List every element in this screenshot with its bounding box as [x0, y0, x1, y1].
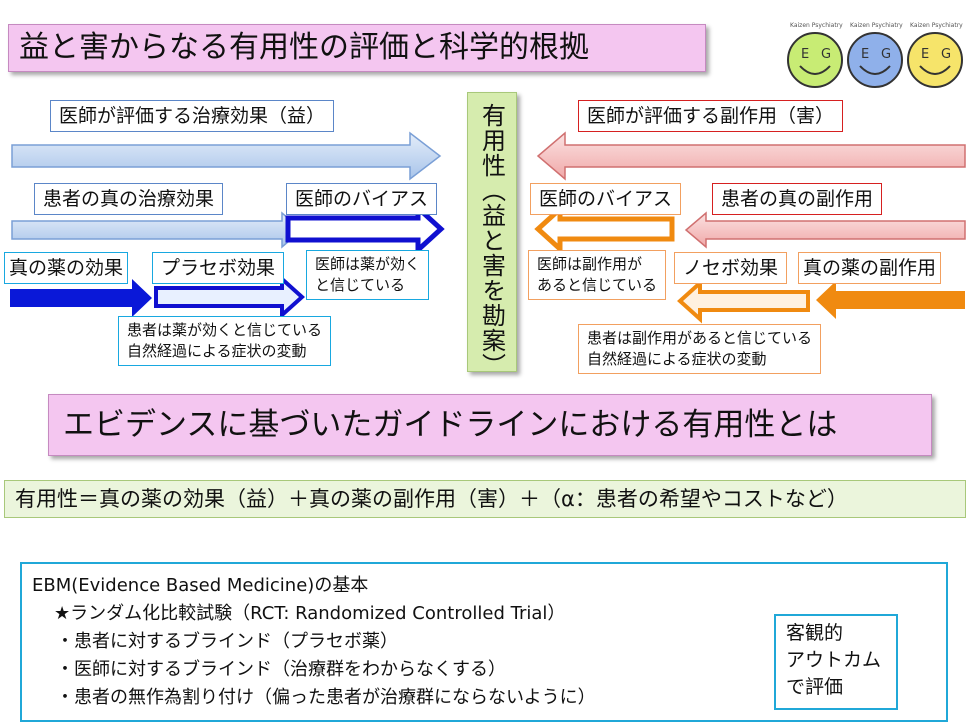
utility-formula: 有用性＝真の薬の効果（益）＋真の薬の副作用（害）＋（α：患者の希望やコストなど）	[4, 480, 966, 518]
svg-text:E: E	[861, 47, 869, 62]
arrow-patient-true-side-effect	[684, 211, 966, 249]
note-line: 患者は薬が効くと信じている	[127, 321, 323, 339]
utility-column: 有用性（益と害を勘案）	[467, 92, 517, 378]
note-line: と信じている	[315, 276, 406, 294]
utility-text: 有用性（益と害を勘案）	[477, 103, 506, 378]
objective-line: アウトカム	[786, 649, 882, 671]
page-title: 益と害からなる有用性の評価と科学的根拠	[8, 24, 706, 72]
svg-text:E: E	[921, 47, 929, 62]
objective-line: で評価	[786, 676, 844, 698]
label-doctor-eval-harm: 医師が評価する副作用（害）	[578, 100, 844, 132]
label-doctor-bias-left: 医師のバイアス	[286, 183, 438, 215]
logo-caption: Kaizen Psychiatry	[850, 22, 903, 29]
ebm-patient-blind: ・患者に対するブラインド（プラセボ薬）	[56, 631, 398, 652]
arrow-doctor-bias-left	[285, 202, 445, 256]
label-patient-true-effect: 患者の真の治療効果	[34, 183, 224, 215]
arrow-doctor-bias-right	[534, 203, 675, 255]
objective-outcome-box: 客観的 アウトカム で評価	[774, 614, 898, 710]
note-line: 自然経過による症状の変動	[127, 342, 307, 360]
label-patient-true-side-effect: 患者の真の副作用	[712, 183, 883, 215]
note-doctor-belief-right: 医師は副作用が あると信じている	[528, 250, 667, 300]
label-nocebo-effect: ノセボ効果	[674, 252, 788, 284]
svg-text:G: G	[821, 47, 831, 62]
arrow-drug-true-effect	[10, 279, 152, 317]
objective-line: 客観的	[786, 622, 844, 644]
ebm-rct: ★ランダム化比較試験（RCT: Randomized Controlled Tr…	[54, 603, 566, 624]
arrow-doctor-eval-harm	[536, 131, 966, 181]
guideline-utility-heading: エビデンスに基づいたガイドラインにおける有用性とは	[48, 394, 932, 456]
logo-caption: Kaizen Psychiatry	[790, 22, 843, 29]
svg-text:G: G	[881, 47, 891, 62]
label-placebo-effect: プラセボ効果	[152, 252, 285, 284]
svg-text:G: G	[941, 47, 951, 62]
note-line: 医師は副作用が	[537, 255, 643, 273]
label-doctor-eval-benefit: 医師が評価する治療効果（益）	[50, 100, 335, 132]
ebm-doctor-blind: ・医師に対するブラインド（治療群をわからなくする）	[56, 659, 506, 680]
arrow-doctor-eval-benefit	[11, 131, 442, 181]
logo-2: E G Kaizen Psychiatry	[846, 22, 904, 90]
ebm-random-assignment: ・患者の無作為割り付け（偏った患者が治療群にならないように）	[56, 687, 596, 708]
arrow-placebo	[154, 274, 305, 320]
arrow-nocebo	[677, 278, 810, 324]
ebm-heading: EBM(Evidence Based Medicine)の基本	[32, 575, 369, 596]
note-line: 患者は副作用があると信じている	[587, 329, 813, 347]
arrow-patient-true-effect	[11, 211, 304, 249]
logo-3: E G Kaizen Psychiatry	[906, 22, 964, 90]
arrow-drug-true-side-effect	[816, 281, 965, 319]
logo-caption: Kaizen Psychiatry	[910, 22, 963, 29]
label-drug-true-effect: 真の薬の効果	[4, 252, 129, 284]
logo-group: E G Kaizen Psychiatry E G Kaizen Psychia…	[782, 18, 968, 94]
note-doctor-belief-left: 医師は薬が効く と信じている	[306, 250, 430, 300]
label-doctor-bias-right: 医師のバイアス	[530, 183, 682, 215]
note-patient-belief-left: 患者は薬が効くと信じている 自然経過による症状の変動	[118, 316, 332, 366]
svg-text:E: E	[801, 47, 809, 62]
note-line: 医師は薬が効く	[315, 255, 421, 273]
logo-1: E G Kaizen Psychiatry	[786, 22, 844, 90]
label-drug-true-side-effect: 真の薬の副作用	[798, 252, 942, 284]
note-line: あると信じている	[537, 276, 658, 294]
note-patient-belief-right: 患者は副作用があると信じている 自然経過による症状の変動	[578, 324, 822, 374]
note-line: 自然経過による症状の変動	[587, 350, 767, 368]
